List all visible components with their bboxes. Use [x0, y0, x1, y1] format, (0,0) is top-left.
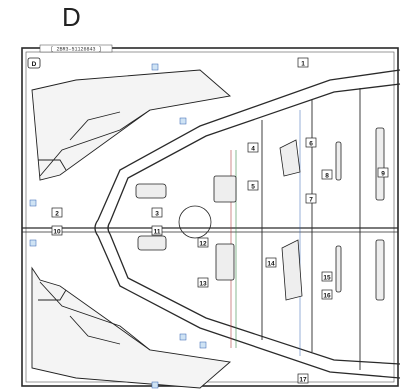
part-number: 7: [309, 197, 313, 204]
part-number: 17: [299, 377, 307, 384]
vertical-runners: [261, 88, 361, 370]
part-number: 13: [199, 281, 207, 288]
part-number: 9: [381, 171, 385, 178]
small-parts: [135, 127, 385, 301]
part-number: 5: [251, 184, 255, 191]
inner-runner-frame: [25, 51, 395, 383]
part-number: 4: [251, 146, 255, 153]
part-number: 2: [55, 211, 59, 218]
part-number: 11: [154, 229, 161, 236]
part-number: 16: [323, 293, 331, 300]
v-runner: [94, 69, 401, 379]
sheet-letter: D: [62, 2, 81, 32]
part-number: 12: [199, 241, 207, 248]
part-number: 6: [309, 141, 313, 148]
part-number: 15: [323, 275, 331, 282]
upper-wing-part: [31, 69, 232, 181]
frame-tag-box: [27, 57, 41, 69]
part-number: 10: [53, 229, 61, 236]
part-number: 1: [301, 61, 305, 68]
part-number-boxes: [51, 57, 389, 384]
part-number: 8: [325, 173, 329, 180]
frame-code: [ 2BR3-51126843 ]: [50, 47, 101, 53]
code-strip: [39, 44, 113, 53]
frame-tag: D: [32, 61, 37, 68]
part-number: 14: [267, 261, 275, 268]
outer-runner-frame: [21, 47, 399, 387]
lower-wing-part: [31, 266, 232, 389]
part-number: 3: [155, 211, 159, 218]
gate-markers: [29, 63, 207, 389]
